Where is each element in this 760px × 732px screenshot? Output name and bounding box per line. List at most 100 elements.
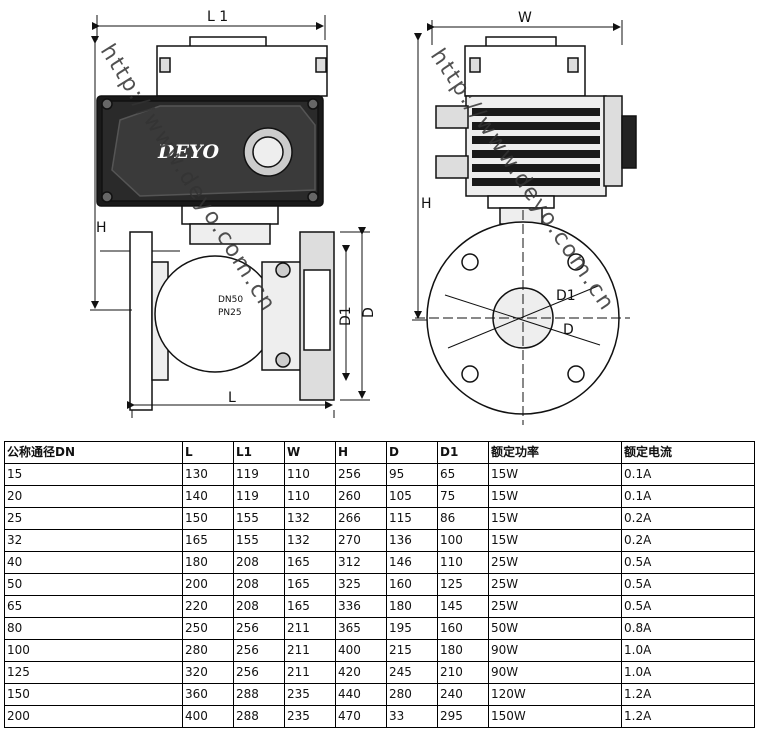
table-cell: 50W	[488, 617, 622, 640]
table-cell: 90W	[488, 639, 622, 662]
table-cell: 25W	[488, 551, 622, 574]
table-cell: 280	[386, 683, 438, 706]
table-cell: 235	[284, 705, 336, 728]
technical-drawing: L 1 H L D1 D DEYO DN50 PN25	[90, 9, 637, 425]
table-cell: 15W	[488, 485, 622, 508]
table-cell: 420	[335, 661, 387, 684]
table-cell: 256	[233, 661, 285, 684]
table-cell: 235	[284, 683, 336, 706]
table-cell: 312	[335, 551, 387, 574]
table-cell: 165	[284, 573, 336, 596]
table-cell: 165	[284, 551, 336, 574]
table-cell: 120W	[488, 683, 622, 706]
table-cell: 105	[386, 485, 438, 508]
table-cell: 270	[335, 529, 387, 552]
side-view	[412, 20, 637, 425]
table-cell: 150	[182, 507, 234, 530]
table-cell: 215	[386, 639, 438, 662]
table-cell: 80	[4, 617, 183, 640]
table-cell: 86	[437, 507, 489, 530]
table-cell: 25W	[488, 573, 622, 596]
dim-d1-label-front: D1	[338, 306, 354, 326]
table-cell: 132	[284, 529, 336, 552]
table-cell: 0.1A	[621, 463, 755, 486]
table-cell: 250	[182, 617, 234, 640]
table-cell: 1.0A	[621, 639, 755, 662]
table-cell: 15W	[488, 507, 622, 530]
table-cell: 256	[233, 639, 285, 662]
table-cell: 325	[335, 573, 387, 596]
header-d1: D1	[437, 441, 489, 464]
table-cell: 400	[335, 639, 387, 662]
table-cell: 1.0A	[621, 661, 755, 684]
table-header-row: 公称通径DN L L1 W H D D1 额定功率 额定电流	[4, 441, 755, 464]
table-cell: 0.5A	[621, 551, 755, 574]
table-cell: 145	[437, 595, 489, 618]
table-cell: 240	[437, 683, 489, 706]
table-cell: 50	[4, 573, 183, 596]
table-cell: 200	[4, 705, 183, 728]
table-cell: 136	[386, 529, 438, 552]
table-cell: 15W	[488, 463, 622, 486]
table-cell: 95	[386, 463, 438, 486]
table-cell: 0.2A	[621, 507, 755, 530]
table-cell: 150	[4, 683, 183, 706]
table-cell: 75	[437, 485, 489, 508]
table-cell: 90W	[488, 661, 622, 684]
table-cell: 150W	[488, 705, 622, 728]
table-cell: 65	[437, 463, 489, 486]
table-cell: 320	[182, 661, 234, 684]
table-cell: 288	[233, 705, 285, 728]
table-cell: 165	[284, 595, 336, 618]
table-cell: 65	[4, 595, 183, 618]
table-cell: 256	[233, 617, 285, 640]
table-cell: 200	[182, 573, 234, 596]
table-cell: 260	[335, 485, 387, 508]
header-h: H	[335, 441, 387, 464]
header-w: W	[284, 441, 336, 464]
table-cell: 125	[437, 573, 489, 596]
table-cell: 20	[4, 485, 183, 508]
table-cell: 132	[284, 507, 336, 530]
dim-d-label-front: D	[361, 307, 377, 318]
header-l1: L1	[233, 441, 285, 464]
brand-logo-text: DEYO	[157, 141, 220, 163]
table-cell: 110	[284, 463, 336, 486]
table-cell: 119	[233, 463, 285, 486]
table-cell: 100	[437, 529, 489, 552]
table-cell: 0.1A	[621, 485, 755, 508]
table-cell: 211	[284, 617, 336, 640]
table-cell: 155	[233, 507, 285, 530]
table-cell: 208	[233, 573, 285, 596]
table-cell: 160	[437, 617, 489, 640]
table-cell: 360	[182, 683, 234, 706]
table-cell: 256	[335, 463, 387, 486]
table-cell: 15	[4, 463, 183, 486]
table-cell: 160	[386, 573, 438, 596]
table-cell: 440	[335, 683, 387, 706]
header-dn: 公称通径DN	[4, 441, 183, 464]
table-cell: 180	[437, 639, 489, 662]
table-cell: 15W	[488, 529, 622, 552]
dim-h-label-side: H	[421, 196, 432, 212]
table-cell: 119	[233, 485, 285, 508]
table-cell: 110	[284, 485, 336, 508]
table-cell: 25	[4, 507, 183, 530]
table-cell: 266	[335, 507, 387, 530]
table-cell: 220	[182, 595, 234, 618]
dim-d1-label-side: D1	[556, 288, 576, 304]
table-cell: 100	[4, 639, 183, 662]
table-cell: 295	[437, 705, 489, 728]
table-cell: 336	[335, 595, 387, 618]
table-cell: 155	[233, 529, 285, 552]
table-cell: 146	[386, 551, 438, 574]
